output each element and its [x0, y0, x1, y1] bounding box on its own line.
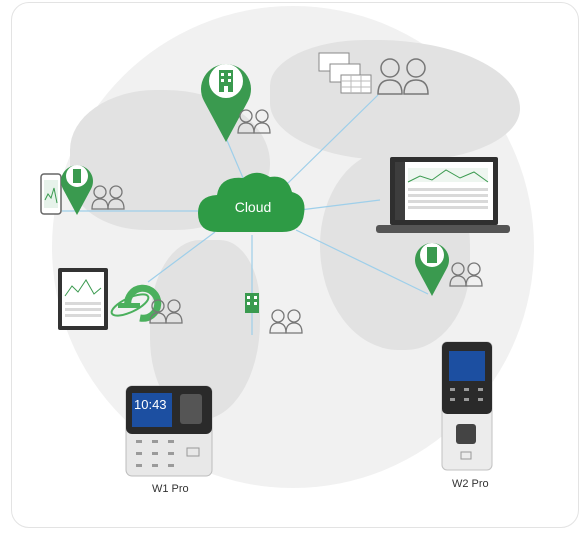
- map-pin-icon: [201, 64, 251, 142]
- link-top-pin: [225, 137, 247, 186]
- cloud-icon: [198, 172, 305, 232]
- w2-pro-label: W2 Pro: [452, 478, 489, 490]
- users-icon: [269, 309, 303, 334]
- map-pin-icon: [61, 165, 93, 215]
- cloud-label: Cloud: [234, 199, 272, 215]
- map-pin-icon: [415, 243, 449, 296]
- w1-pro-device: [125, 385, 213, 477]
- link-right-pin: [295, 229, 429, 295]
- users-icon: [149, 299, 183, 324]
- link-browser: [147, 231, 216, 283]
- w1-pro-label: W1 Pro: [152, 483, 189, 495]
- connection-lines: [62, 94, 429, 335]
- browser-icon: [110, 284, 162, 322]
- w2-pro-device: [441, 341, 493, 471]
- smartphone-icon: [40, 173, 62, 215]
- users-icon: [237, 109, 271, 134]
- building-icon: [245, 293, 259, 313]
- link-laptop: [299, 199, 381, 211]
- link-reports: [285, 94, 379, 186]
- tablet-icon: [58, 268, 108, 330]
- report-tables-icon: [318, 52, 372, 94]
- users-icon: [449, 262, 483, 287]
- laptop-icon: [376, 157, 510, 233]
- users-icon: [91, 185, 125, 210]
- users-icon: [377, 58, 429, 95]
- w1-screen-time: 10:43: [134, 397, 167, 412]
